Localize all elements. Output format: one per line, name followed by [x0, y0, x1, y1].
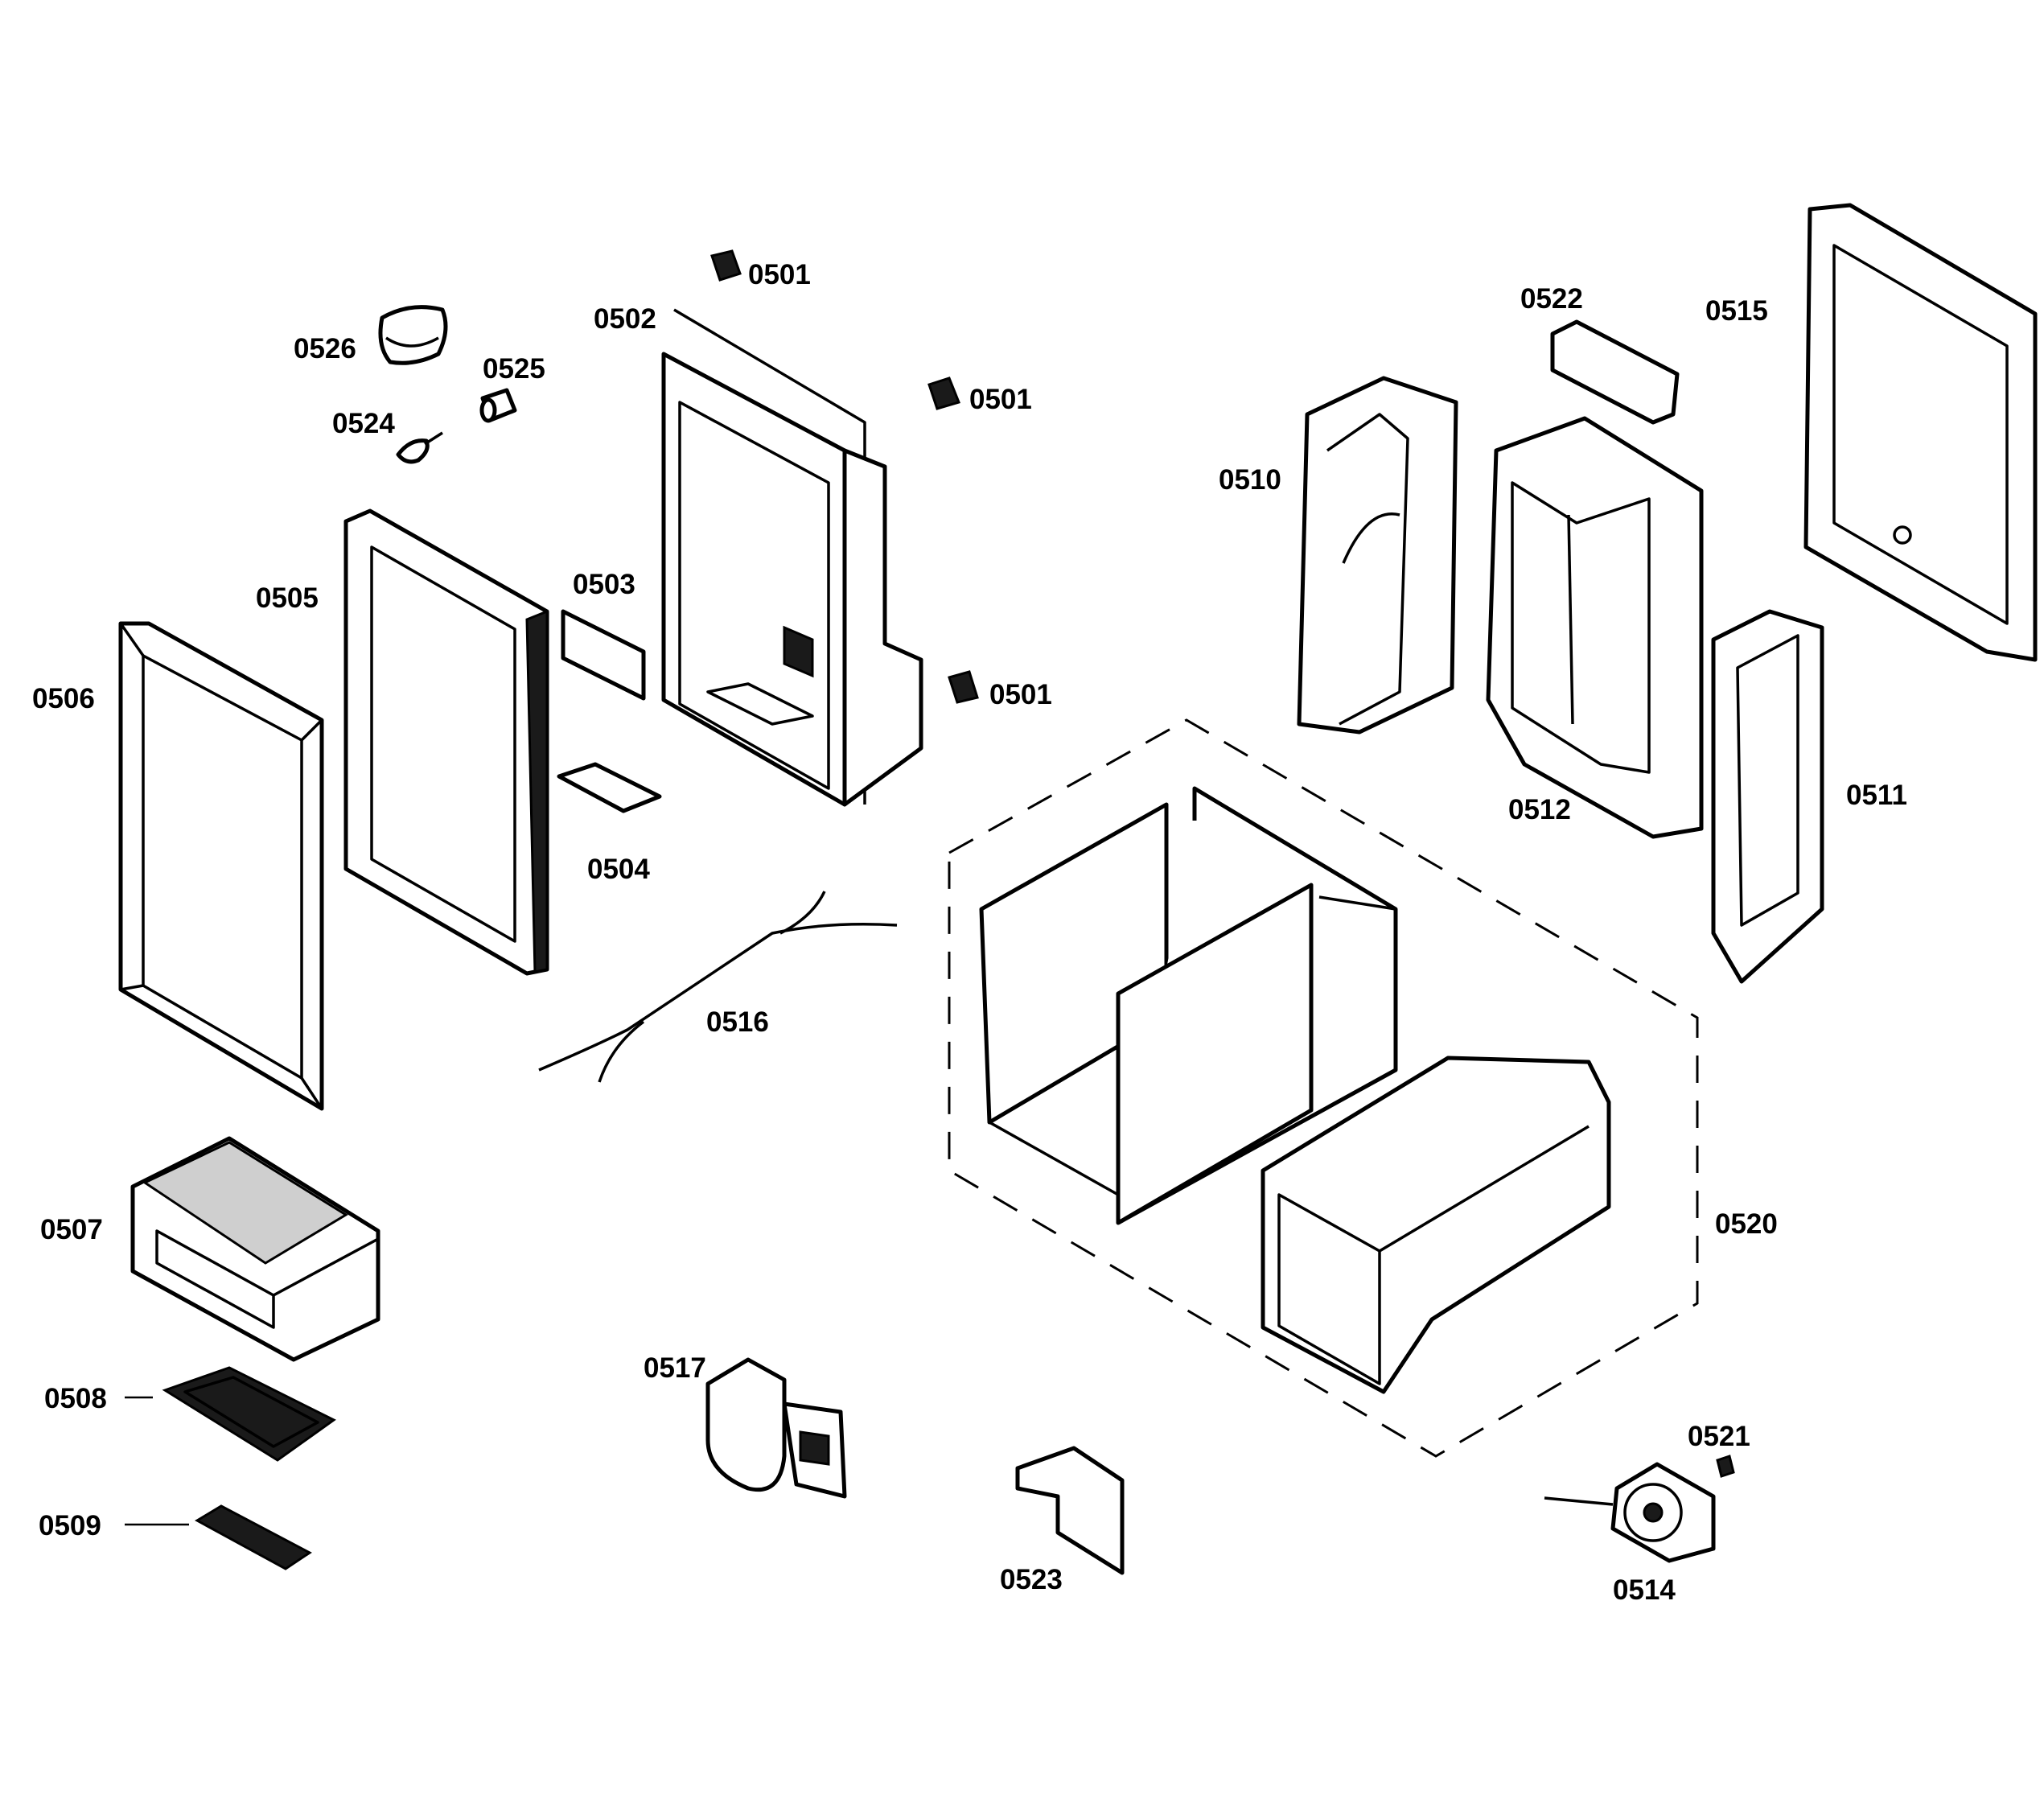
part-0520-frame[interactable] — [979, 786, 1398, 1225]
callout-0520[interactable]: 0520 — [1715, 1208, 1778, 1240]
callout-0504[interactable]: 0504 — [587, 854, 650, 885]
callout-0523[interactable]: 0523 — [1000, 1564, 1063, 1595]
callout-0511[interactable]: 0511 — [1846, 780, 1907, 811]
part-0511-panel[interactable] — [1711, 609, 1824, 984]
part-0501-clip-bottom[interactable] — [948, 670, 979, 704]
callout-0501c[interactable]: 0501 — [989, 679, 1052, 710]
callout-0505[interactable]: 0505 — [256, 582, 319, 614]
callout-0524[interactable]: 0524 — [332, 408, 395, 439]
part-0507-ice-bucket[interactable] — [130, 1136, 380, 1362]
part-0502-housing[interactable] — [661, 308, 923, 807]
callout-0517[interactable]: 0517 — [644, 1352, 706, 1384]
part-0505-frame[interactable] — [343, 508, 549, 976]
callout-0516[interactable]: 0516 — [706, 1006, 769, 1038]
part-0506-frame[interactable] — [118, 621, 324, 1111]
callout-0522[interactable]: 0522 — [1520, 283, 1583, 315]
callout-0515[interactable]: 0515 — [1705, 295, 1768, 327]
part-0503-plate[interactable] — [561, 609, 646, 701]
part-0517-motor[interactable] — [705, 1357, 847, 1499]
part-0509-grate[interactable] — [194, 1504, 312, 1570]
callout-0501a[interactable]: 0501 — [748, 259, 811, 290]
part-0508-tray[interactable] — [162, 1366, 336, 1462]
callout-0501b[interactable]: 0501 — [969, 384, 1032, 415]
callout-0508[interactable]: 0508 — [44, 1383, 107, 1414]
callout-0502[interactable]: 0502 — [594, 303, 656, 335]
part-0501-clip-middle[interactable] — [927, 377, 961, 410]
leader-lines — [125, 1396, 189, 1526]
part-0525-plug[interactable] — [479, 388, 517, 423]
part-0523-bracket[interactable] — [1015, 1446, 1125, 1575]
callout-0512[interactable]: 0512 — [1508, 794, 1571, 825]
callout-0526[interactable]: 0526 — [294, 333, 356, 364]
callout-0506[interactable]: 0506 — [32, 683, 95, 714]
callout-0503[interactable]: 0503 — [573, 569, 635, 600]
part-0515-frame[interactable] — [1803, 203, 2038, 662]
callout-0509[interactable]: 0509 — [39, 1510, 101, 1541]
part-0512-evaporator[interactable] — [1486, 416, 1704, 839]
part-0504-plate[interactable] — [557, 762, 662, 813]
callout-0514[interactable]: 0514 — [1613, 1574, 1676, 1606]
callout-0525[interactable]: 0525 — [483, 353, 545, 385]
callout-0510[interactable]: 0510 — [1219, 464, 1281, 496]
part-0514-fan[interactable] — [1544, 1462, 1716, 1563]
part-0522-cap[interactable] — [1550, 319, 1680, 425]
part-0524-bulb[interactable] — [396, 431, 443, 464]
part-0526-cap[interactable] — [378, 305, 448, 365]
part-0520-bin[interactable] — [1261, 1056, 1611, 1394]
callout-labels: 0501 0501 0501 0502 0503 0504 0505 0506 … — [32, 259, 1907, 1606]
callout-0507[interactable]: 0507 — [40, 1214, 103, 1245]
part-0521-screw[interactable] — [1716, 1455, 1735, 1478]
part-0520-assembly-outline — [948, 718, 1699, 1458]
callout-0521[interactable]: 0521 — [1688, 1421, 1750, 1452]
part-0510-panel[interactable] — [1297, 376, 1458, 735]
part-0501-clip-top[interactable] — [710, 249, 742, 282]
part-0516-wire[interactable] — [538, 891, 898, 1083]
